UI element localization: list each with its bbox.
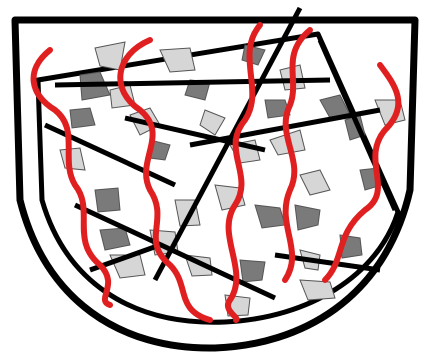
light-flake	[160, 48, 195, 72]
dark-flake	[242, 45, 265, 65]
light-flake	[300, 170, 330, 195]
dark-flake	[240, 260, 265, 282]
light-flake	[60, 148, 85, 170]
grain-line	[75, 205, 275, 298]
light-flake	[300, 280, 335, 300]
dark-flake	[255, 205, 285, 228]
light-flake	[200, 110, 225, 135]
dark-flake	[295, 205, 320, 230]
dark-flake	[95, 188, 120, 212]
dark-flake	[100, 228, 130, 250]
dark-flake	[70, 108, 95, 128]
